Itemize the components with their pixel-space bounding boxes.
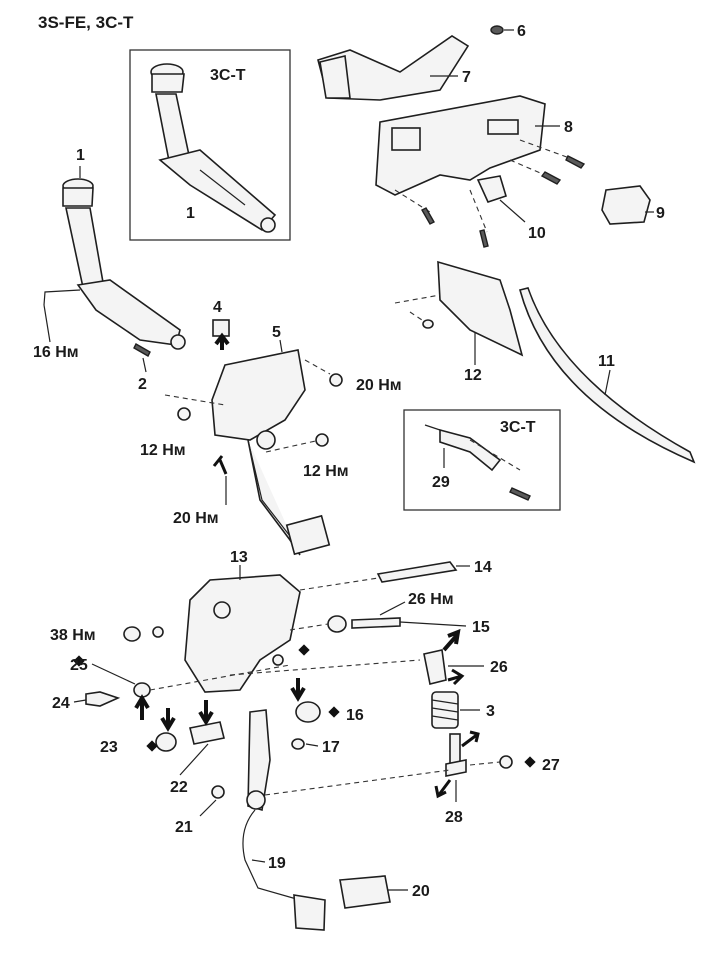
arrow-icon-20b	[212, 455, 228, 475]
engine-label: 3S-FE, 3C-T	[38, 13, 134, 32]
callout-2: 2	[138, 376, 147, 393]
torque-12a: 12 Нм	[140, 442, 186, 459]
torque-38: 38 Нм	[50, 627, 96, 644]
clip-6	[490, 25, 504, 35]
lower-panel-8	[375, 95, 546, 196]
cushion-17	[291, 738, 305, 750]
bushing-23	[155, 732, 177, 752]
bolt-24	[85, 691, 121, 707]
pedal-19	[242, 709, 326, 931]
torque-20b: 20 Нм	[173, 510, 219, 527]
callout-9: 9	[656, 205, 665, 222]
part-10	[476, 175, 507, 203]
callout-24: 24	[52, 695, 70, 712]
callout-25: 25	[70, 657, 88, 674]
callout-12: 12	[464, 367, 482, 384]
washer-38	[152, 626, 164, 638]
air-duct	[317, 35, 470, 101]
turnover-28	[445, 733, 467, 777]
cushion-21	[211, 785, 225, 799]
part-9	[601, 185, 651, 225]
callout-28: 28	[445, 809, 463, 826]
spring-3	[431, 691, 459, 729]
pedal-bracket-upper	[211, 349, 331, 556]
bolt-15	[351, 617, 401, 629]
screw-panel-c	[421, 207, 435, 225]
pedal-pad-20	[339, 875, 391, 909]
callout-5: 5	[272, 324, 281, 341]
arrow-icon-16	[290, 678, 306, 702]
master-cylinder	[43, 178, 186, 350]
inset-title-bracket: 3C-T	[500, 419, 536, 436]
arrow-icon-28a	[461, 730, 480, 748]
screw-panel-a	[565, 155, 586, 169]
nut-26	[327, 615, 347, 633]
callout-6: 6	[517, 23, 526, 40]
callout-13: 13	[230, 549, 248, 566]
callout-26: 26	[490, 659, 508, 676]
torque-20a: 20 Нм	[356, 377, 402, 394]
torque-26: 26 Нм	[408, 591, 454, 608]
nut-27	[499, 755, 513, 769]
arrow-icon-22	[198, 700, 214, 726]
screw-panel-b	[540, 171, 562, 185]
arrow-icon-28b	[434, 779, 452, 799]
clip-12	[422, 319, 434, 329]
callout-10: 10	[528, 225, 546, 242]
arrow-icon-26a	[442, 628, 461, 652]
callout-29: 29	[432, 474, 450, 491]
callout-3: 3	[486, 703, 495, 720]
arrow-icon-23	[160, 708, 176, 732]
callout-27: 27	[542, 757, 560, 774]
callout-20: 20	[412, 883, 430, 900]
diamond-icon-27	[524, 756, 536, 768]
bracket-29	[424, 424, 531, 501]
callout-21: 21	[175, 819, 193, 836]
callout-19: 19	[268, 855, 286, 872]
arrow-icon-25	[134, 694, 150, 720]
callout-11: 11	[598, 353, 615, 370]
nut-20a	[329, 373, 343, 387]
inset-frame-bracket	[403, 409, 561, 511]
callout-7: 7	[462, 69, 471, 86]
callout-23: 23	[100, 739, 118, 756]
nut-38	[123, 626, 141, 642]
nut-12b	[315, 433, 329, 447]
trim-strip-11	[519, 287, 696, 464]
callout-8: 8	[564, 119, 573, 136]
screw-panel-d	[479, 229, 489, 248]
arrow-icon-4	[214, 332, 230, 350]
callout-14: 14	[474, 559, 492, 576]
pin-4	[212, 319, 230, 337]
diamond-icon-bracket	[298, 644, 310, 656]
callout-1: 1	[76, 147, 85, 164]
pedal-bracket-13	[184, 574, 301, 693]
clip-2	[133, 343, 151, 357]
diamond-icon-16	[328, 706, 340, 718]
diamond-icon-23	[146, 740, 158, 752]
cover-12	[437, 260, 524, 357]
inset-frame-master-cylinder	[129, 49, 291, 241]
nut-12a	[177, 407, 191, 421]
callout-22: 22	[170, 779, 188, 796]
callout-17: 17	[322, 739, 340, 756]
bushing-16	[295, 701, 321, 723]
arrow-icon-26b	[447, 668, 465, 686]
callout-15: 15	[472, 619, 490, 636]
callout-4: 4	[213, 299, 222, 316]
collar-22	[189, 721, 225, 745]
torque-16: 16 Нм	[33, 344, 79, 361]
callout-16: 16	[346, 707, 364, 724]
clip-pedal	[272, 654, 284, 666]
bolt-14	[376, 561, 458, 583]
inset-title-master-cylinder: 3C-T	[210, 67, 246, 84]
bushing-26	[423, 649, 447, 685]
master-cylinder-3ct	[150, 63, 277, 233]
torque-12b: 12 Нм	[303, 463, 349, 480]
callout-1-inset: 1	[186, 205, 195, 222]
